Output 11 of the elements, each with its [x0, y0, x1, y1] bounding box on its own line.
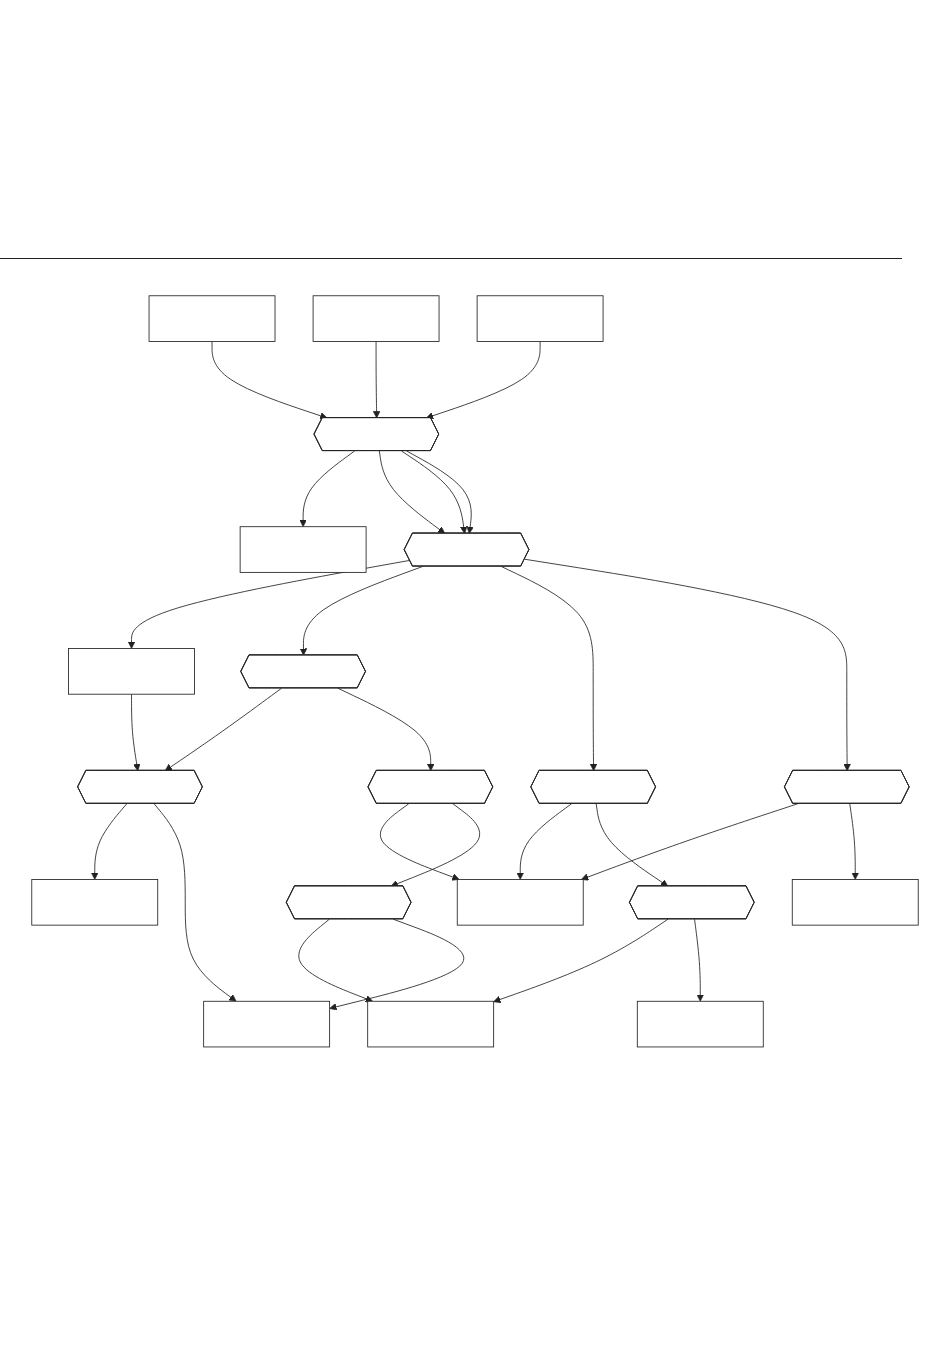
node-box	[636, 1000, 764, 1048]
node-box	[239, 526, 367, 573]
node-box	[367, 1000, 495, 1048]
node-box	[312, 295, 440, 342]
node-box	[148, 295, 276, 342]
node-box	[456, 879, 584, 926]
node-box	[31, 879, 159, 926]
node-box	[203, 1000, 331, 1048]
node-box	[476, 295, 604, 342]
node-box	[68, 648, 195, 695]
node-box	[791, 879, 919, 926]
